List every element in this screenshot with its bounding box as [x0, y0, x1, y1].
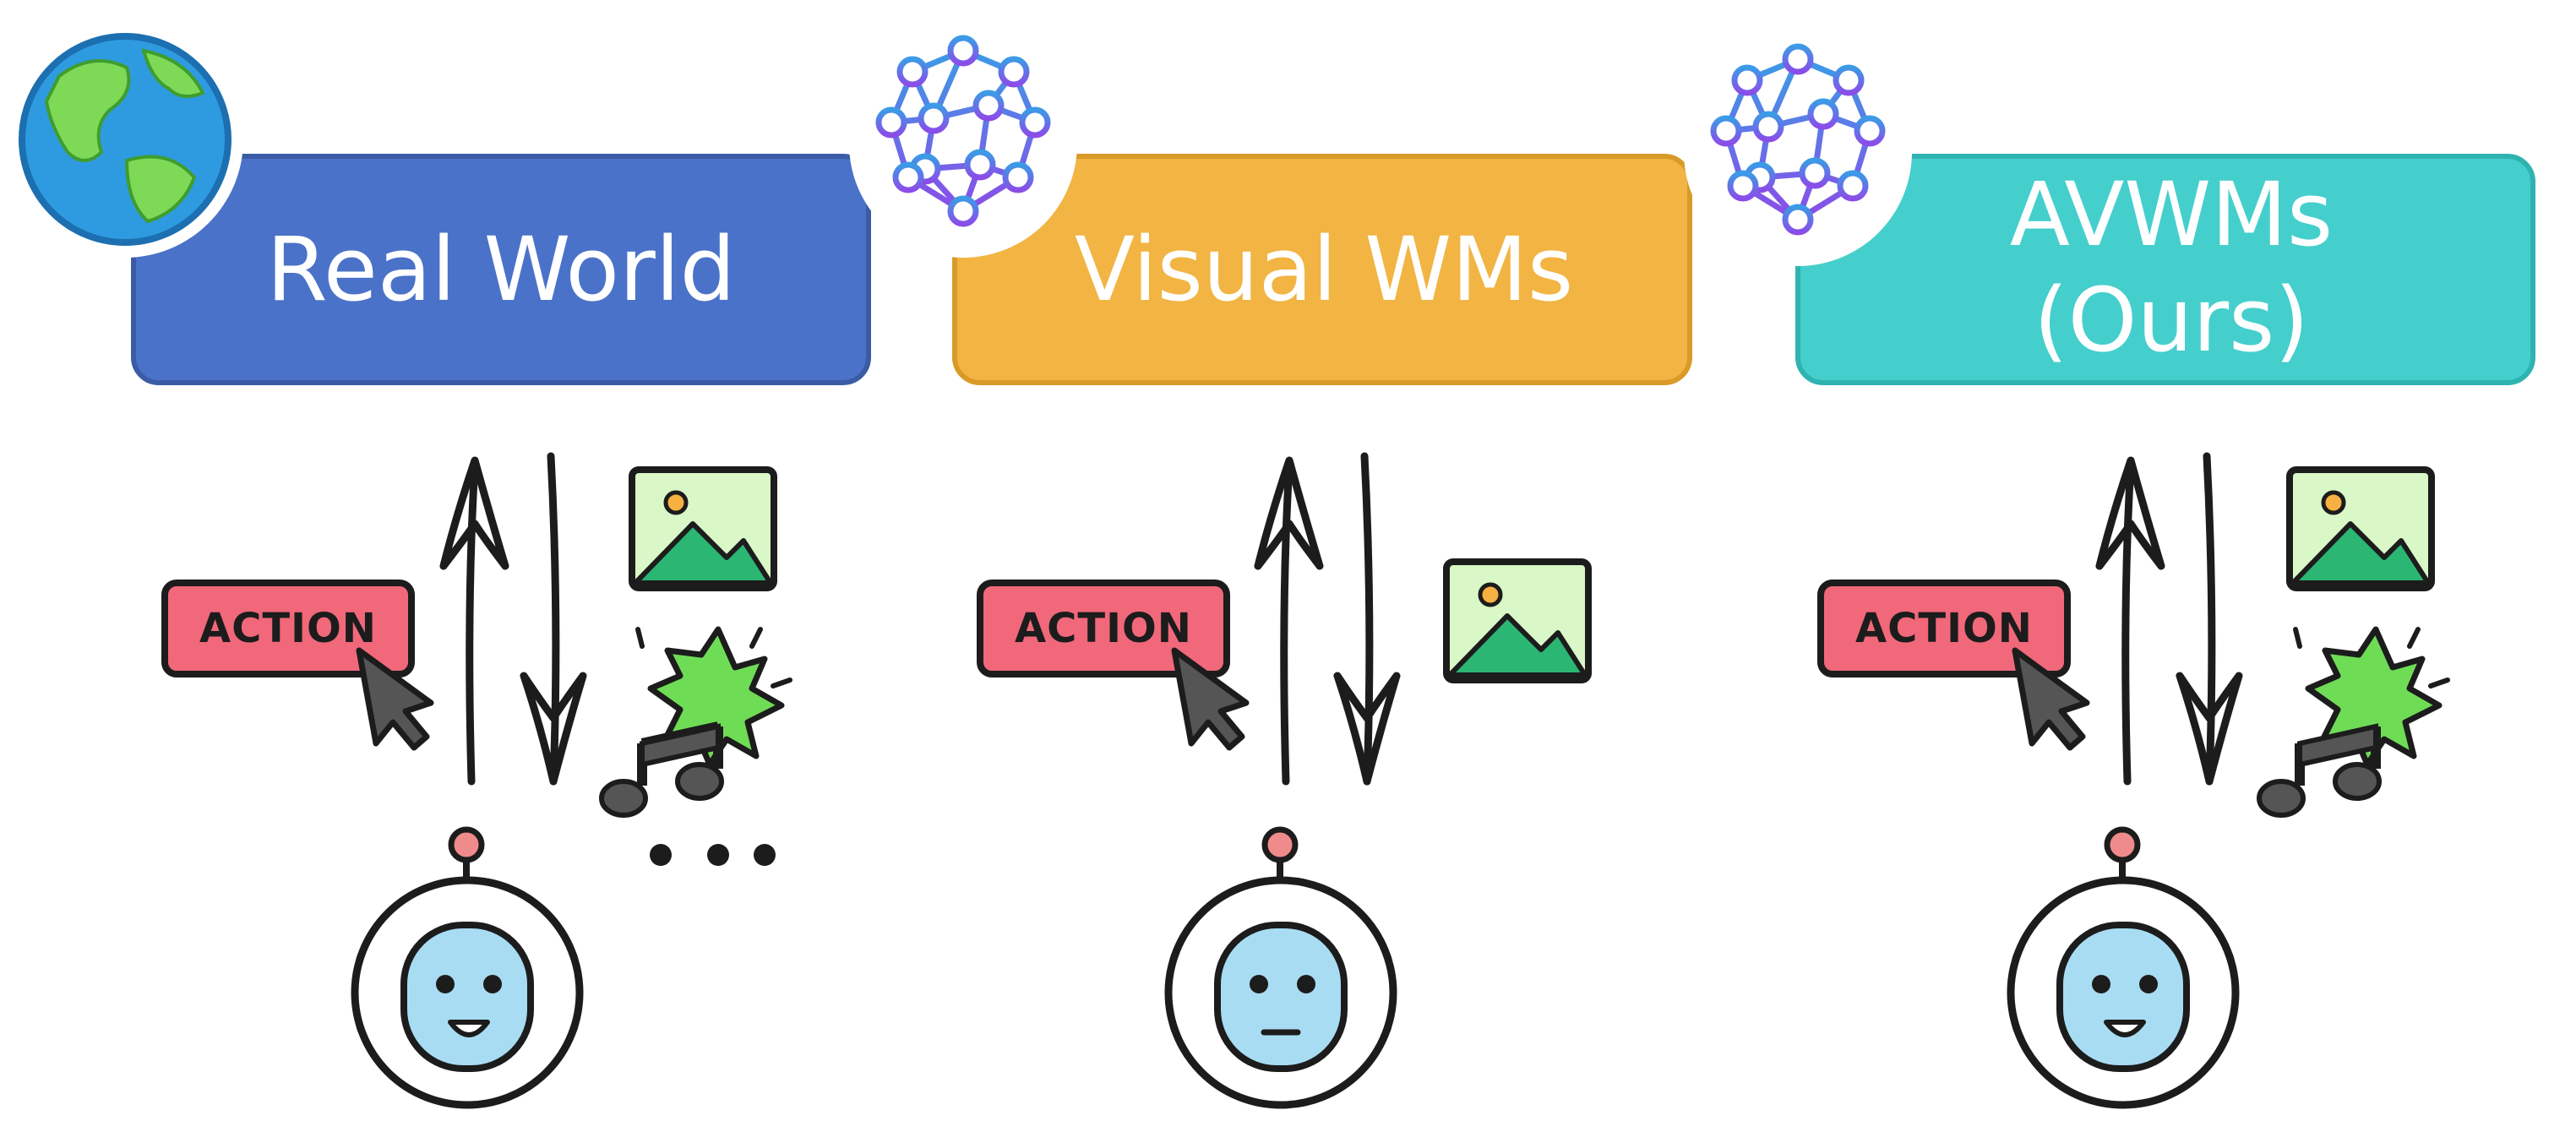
action-label: ACTION	[1015, 605, 1192, 652]
audio-event-icon	[2257, 626, 2450, 818]
panel-title-visual-wms: Visual WMs	[1075, 218, 1573, 321]
panel-header-real-world	[131, 154, 871, 385]
action-button: ACTION	[1817, 580, 2071, 677]
observation-down-arrow	[520, 452, 587, 786]
panel-avwms: AVWMs (Ours)	[1684, 38, 2535, 1109]
panel-visual-wms: Visual WMs	[849, 30, 1692, 1109]
earth-globe-icon	[7, 21, 243, 258]
panel-title-avwms-line-2: (Ours)	[2034, 269, 2309, 372]
action-button: ACTION	[977, 580, 1230, 677]
observation-down-arrow	[2176, 452, 2243, 786]
robot-agent-icon	[2007, 826, 2240, 1109]
image-icon	[1443, 558, 1592, 683]
observation-down-arrow	[1333, 452, 1401, 786]
robot-agent-icon	[351, 826, 584, 1109]
robot-agent-icon	[1164, 826, 1397, 1109]
cursor-icon	[2012, 647, 2090, 751]
action-up-arrow	[1254, 456, 1324, 786]
cursor-icon	[356, 647, 434, 751]
panel-header-avwms	[1795, 154, 2535, 385]
action-up-arrow	[439, 456, 509, 786]
image-icon	[2286, 466, 2435, 591]
neural-network-icon	[849, 30, 1077, 258]
more-observations-ellipsis	[650, 844, 776, 866]
action-button: ACTION	[161, 580, 415, 677]
action-label: ACTION	[1855, 605, 2033, 652]
cursor-icon	[1171, 647, 1250, 751]
panel-real-world: Real World ACTION	[7, 21, 871, 1109]
action-label: ACTION	[199, 605, 377, 652]
image-icon	[629, 466, 777, 591]
panel-header-visual-wms	[952, 154, 1692, 385]
neural-network-icon	[1684, 38, 1912, 266]
action-up-arrow	[2095, 456, 2165, 786]
panel-title-avwms-line-1: AVWMs	[2010, 163, 2333, 266]
panel-title-real-world: Real World	[266, 218, 735, 321]
audio-event-icon	[599, 626, 792, 818]
